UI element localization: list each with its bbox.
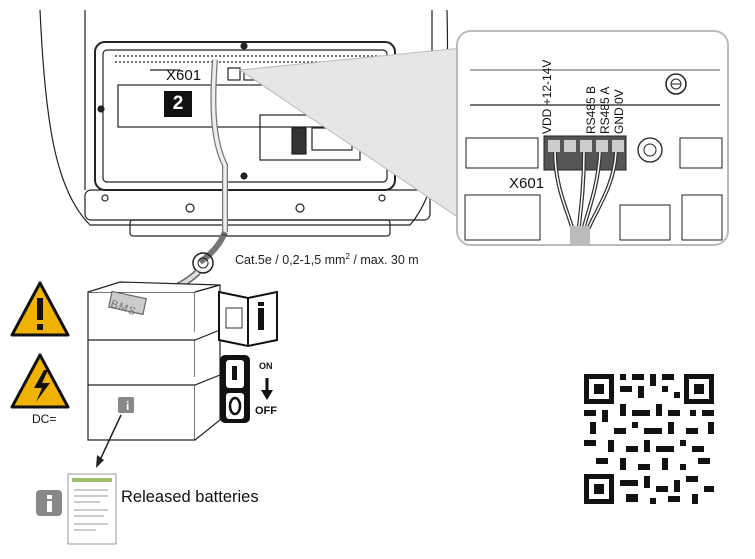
switch-on-label: ON [259, 361, 273, 371]
pin-label-rs485-b: RS485 B [584, 85, 598, 134]
connector-label-main: X601 [166, 67, 202, 84]
cable-spec-superscript: 2 [345, 252, 350, 261]
qr-code [580, 370, 718, 508]
battery-stack [87, 281, 221, 441]
document-icon [67, 473, 117, 545]
high-voltage-icon [10, 353, 70, 409]
cable-spec-label: Cat.5e / 0,2-1,5 mm2 / max. 30 m [235, 253, 419, 267]
step-number-badge: 2 [164, 91, 192, 117]
connector-detail [456, 30, 729, 246]
manual-icon [218, 290, 278, 348]
pointer-arrow [99, 414, 122, 461]
pin-label-rs485-a: RS485 A [598, 86, 612, 134]
info-icon [36, 490, 62, 516]
pin-label-vdd: VDD +12-14V [540, 59, 554, 134]
svg-text:i: i [126, 399, 129, 413]
zoom-callout [238, 47, 463, 221]
cable-spec-prefix: Cat.5e / 0,2-1,5 mm [235, 253, 346, 268]
switch-icon [220, 355, 273, 423]
released-batteries-label: Released batteries [121, 488, 259, 506]
pin-label-gnd: GND 0V [612, 89, 626, 134]
cable-spec-suffix: / max. 30 m [349, 253, 419, 268]
switch-off-label: OFF [255, 405, 277, 417]
dc-label: DC= [32, 412, 57, 426]
connector-label-detail: X601 [509, 175, 545, 192]
warning-triangle-icon [10, 281, 70, 337]
